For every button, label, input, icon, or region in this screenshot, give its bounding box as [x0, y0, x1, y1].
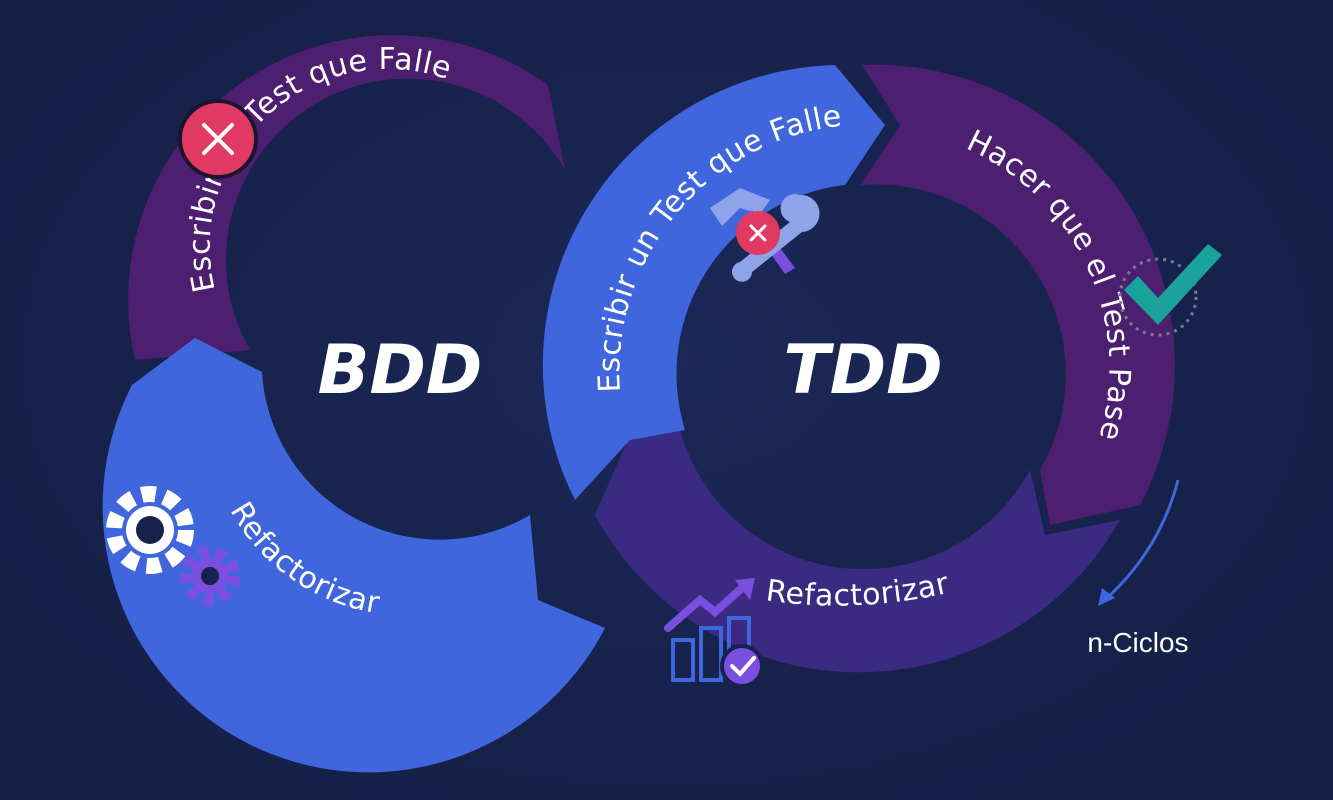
cycles-arrow-head — [1098, 588, 1115, 606]
x-circle-icon — [178, 99, 258, 179]
tdd-bottom-arc — [595, 430, 1120, 673]
cycles-label: n-Ciclos — [1087, 627, 1188, 658]
bdd-bottom-arc — [102, 338, 605, 773]
cycles-arrow — [1103, 479, 1180, 602]
hammer-wrench-icon — [710, 188, 820, 282]
tdd-left-arc — [542, 65, 885, 500]
growth-chart-icon — [664, 578, 764, 688]
checkmark-icon — [1118, 244, 1222, 337]
bdd-title: BDD — [318, 331, 483, 410]
tdd-title: TDD — [783, 331, 942, 410]
tdd-right-arc — [860, 64, 1175, 526]
gears-icon — [106, 486, 240, 606]
